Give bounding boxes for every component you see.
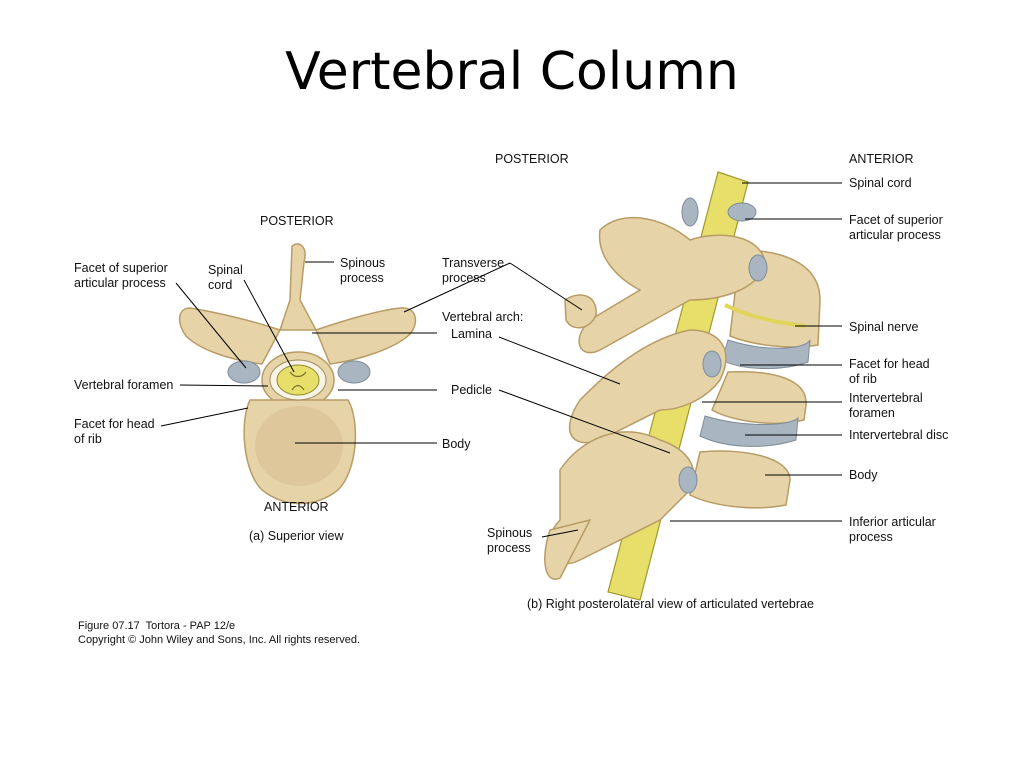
panel-a-posterior-label: POSTERIOR	[260, 214, 334, 228]
panel-b-body-label: Body	[849, 468, 878, 482]
superior-view-vertebra	[178, 243, 417, 505]
panel-a-anterior-label: ANTERIOR	[264, 500, 329, 514]
panel-b-spinal-nerve-label: Spinal nerve	[849, 320, 919, 334]
panel-b-spinal-cord-label: Spinal cord	[849, 176, 912, 190]
panel-a-facet-superior-label: Facet of superior articular process	[74, 261, 168, 290]
panel-a-facet-head-rib-label: Facet for head of rib	[74, 417, 155, 446]
panel-a-spinal-cord-label: Spinal cord	[208, 263, 243, 292]
panel-a-body-label: Body	[442, 437, 471, 451]
panel-b-caption: (b) Right posterolateral view of articul…	[527, 597, 814, 611]
panel-a-vertebral-foramen-label: Vertebral foramen	[74, 378, 174, 392]
panel-a-pedicle-label: Pedicle	[451, 383, 492, 397]
panel-a-lamina-label: Lamina	[451, 327, 492, 341]
slide-title: Vertebral Column	[285, 42, 739, 102]
figure-credit: Figure 07.17 Tortora - PAP 12/e Copyrigh…	[78, 620, 361, 646]
panel-b-spinous-process-label: Spinous process	[487, 526, 533, 555]
panel-b-facet-head-rib-label: Facet for head of rib	[849, 357, 930, 386]
articulated-vertebrae	[544, 171, 821, 601]
panel-a-caption: (a) Superior view	[249, 529, 344, 543]
panel-b-intervertebral-disc-label: Intervertebral disc	[849, 428, 949, 442]
panel-b-inferior-articular-label: Inferior articular process	[849, 515, 936, 544]
panel-a-transverse-process-label: Transverse process	[442, 256, 505, 285]
panel-a-vertebral-arch-label: Vertebral arch:	[442, 310, 524, 324]
panel-b-posterior-label: POSTERIOR	[495, 152, 569, 166]
panel-b-anterior-label: ANTERIOR	[849, 152, 914, 166]
panel-b-facet-superior-label: Facet of superior articular process	[849, 213, 943, 242]
panel-b-intervertebral-foramen-label: Intervertebral foramen	[849, 391, 923, 420]
panel-a-spinous-process-label: Spinous process	[340, 256, 386, 285]
leader-lines	[160, 182, 842, 538]
